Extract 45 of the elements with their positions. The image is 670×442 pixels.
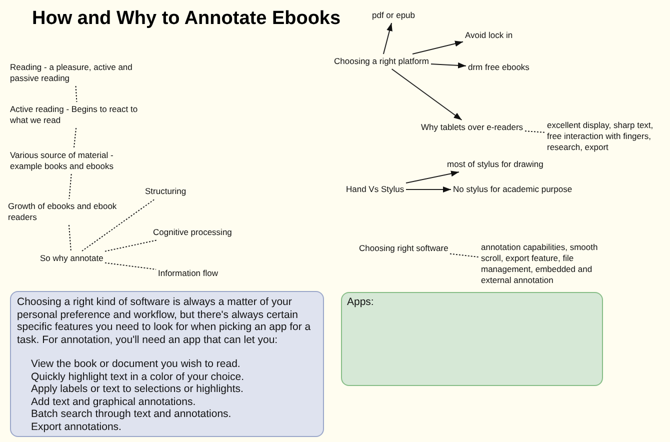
topic-text: Active reading - Begins to react to what we read xyxy=(10,104,138,125)
dotted-connector xyxy=(104,262,156,270)
dotted-connector xyxy=(82,198,156,252)
arrow xyxy=(412,40,464,54)
list-panel xyxy=(341,292,603,386)
dotted-connector xyxy=(68,174,72,200)
topic-text: drm free ebooks xyxy=(468,62,530,72)
dotted-connector xyxy=(524,130,546,133)
arrow xyxy=(391,68,462,120)
topic-text: Cognitive processing xyxy=(153,227,232,237)
panel-text: Choosing a right kind of software is always a matter of your personal preference and workflow, but there's always certain specific features you need to look for when picking an app for a task. For annotation, you'll need an app that can let you: xyxy=(17,296,312,346)
topic-text: Why tablets over e-readers xyxy=(421,122,524,132)
topic-text: Reading - a pleasure, active and passive reading xyxy=(10,62,132,83)
list-item: Batch search through text and annotations. xyxy=(31,408,232,420)
topic-text: excellent display, sharp text, free interaction with fingers, research, export xyxy=(547,120,654,152)
arrow xyxy=(430,62,466,68)
topic-text: Hand Vs Stylus xyxy=(346,184,404,194)
arrow xyxy=(406,186,452,192)
topic-text: annotation capabilities, smooth scroll, export feature, file management, embedded and external annotation xyxy=(481,242,598,285)
list-item: Add text and graphical annotations. xyxy=(31,396,197,408)
arrow xyxy=(382,22,392,54)
dotted-connector xyxy=(450,253,480,258)
diagram-title: How and Why to Annotate Ebooks xyxy=(32,8,341,30)
list-item: Export annotations. xyxy=(31,420,122,433)
topic-text: Avoid lock in xyxy=(465,30,513,40)
topic-text: Structuring xyxy=(145,186,186,196)
list-item: Quickly highlight text in a color of your choice. xyxy=(31,370,246,383)
list-item: View the book or document you wish to read. xyxy=(31,358,242,370)
arrow xyxy=(406,170,460,184)
note-panel xyxy=(10,291,324,437)
topic-text: Choosing a right platform xyxy=(334,56,429,66)
topic-text: Growth of ebooks and ebook readers xyxy=(8,201,117,222)
dotted-connector xyxy=(104,240,158,252)
list-item: Apply labels or text to selections or highlights. xyxy=(31,383,244,396)
panel-text: Apps: xyxy=(347,296,375,308)
topic-text: Choosing right software xyxy=(359,243,448,253)
topic-text: pdf or epub xyxy=(372,10,416,20)
topic-text: Various source of material - example books and ebooks xyxy=(10,150,114,171)
dotted-connector xyxy=(73,128,77,148)
topic-text: So why annotate xyxy=(40,253,104,263)
dotted-connector xyxy=(75,86,78,102)
dotted-connector xyxy=(68,224,72,252)
topic-text: No stylus for academic purpose xyxy=(453,184,572,194)
topic-text: most of stylus for drawing xyxy=(447,159,544,169)
topic-text: Information flow xyxy=(158,268,218,278)
